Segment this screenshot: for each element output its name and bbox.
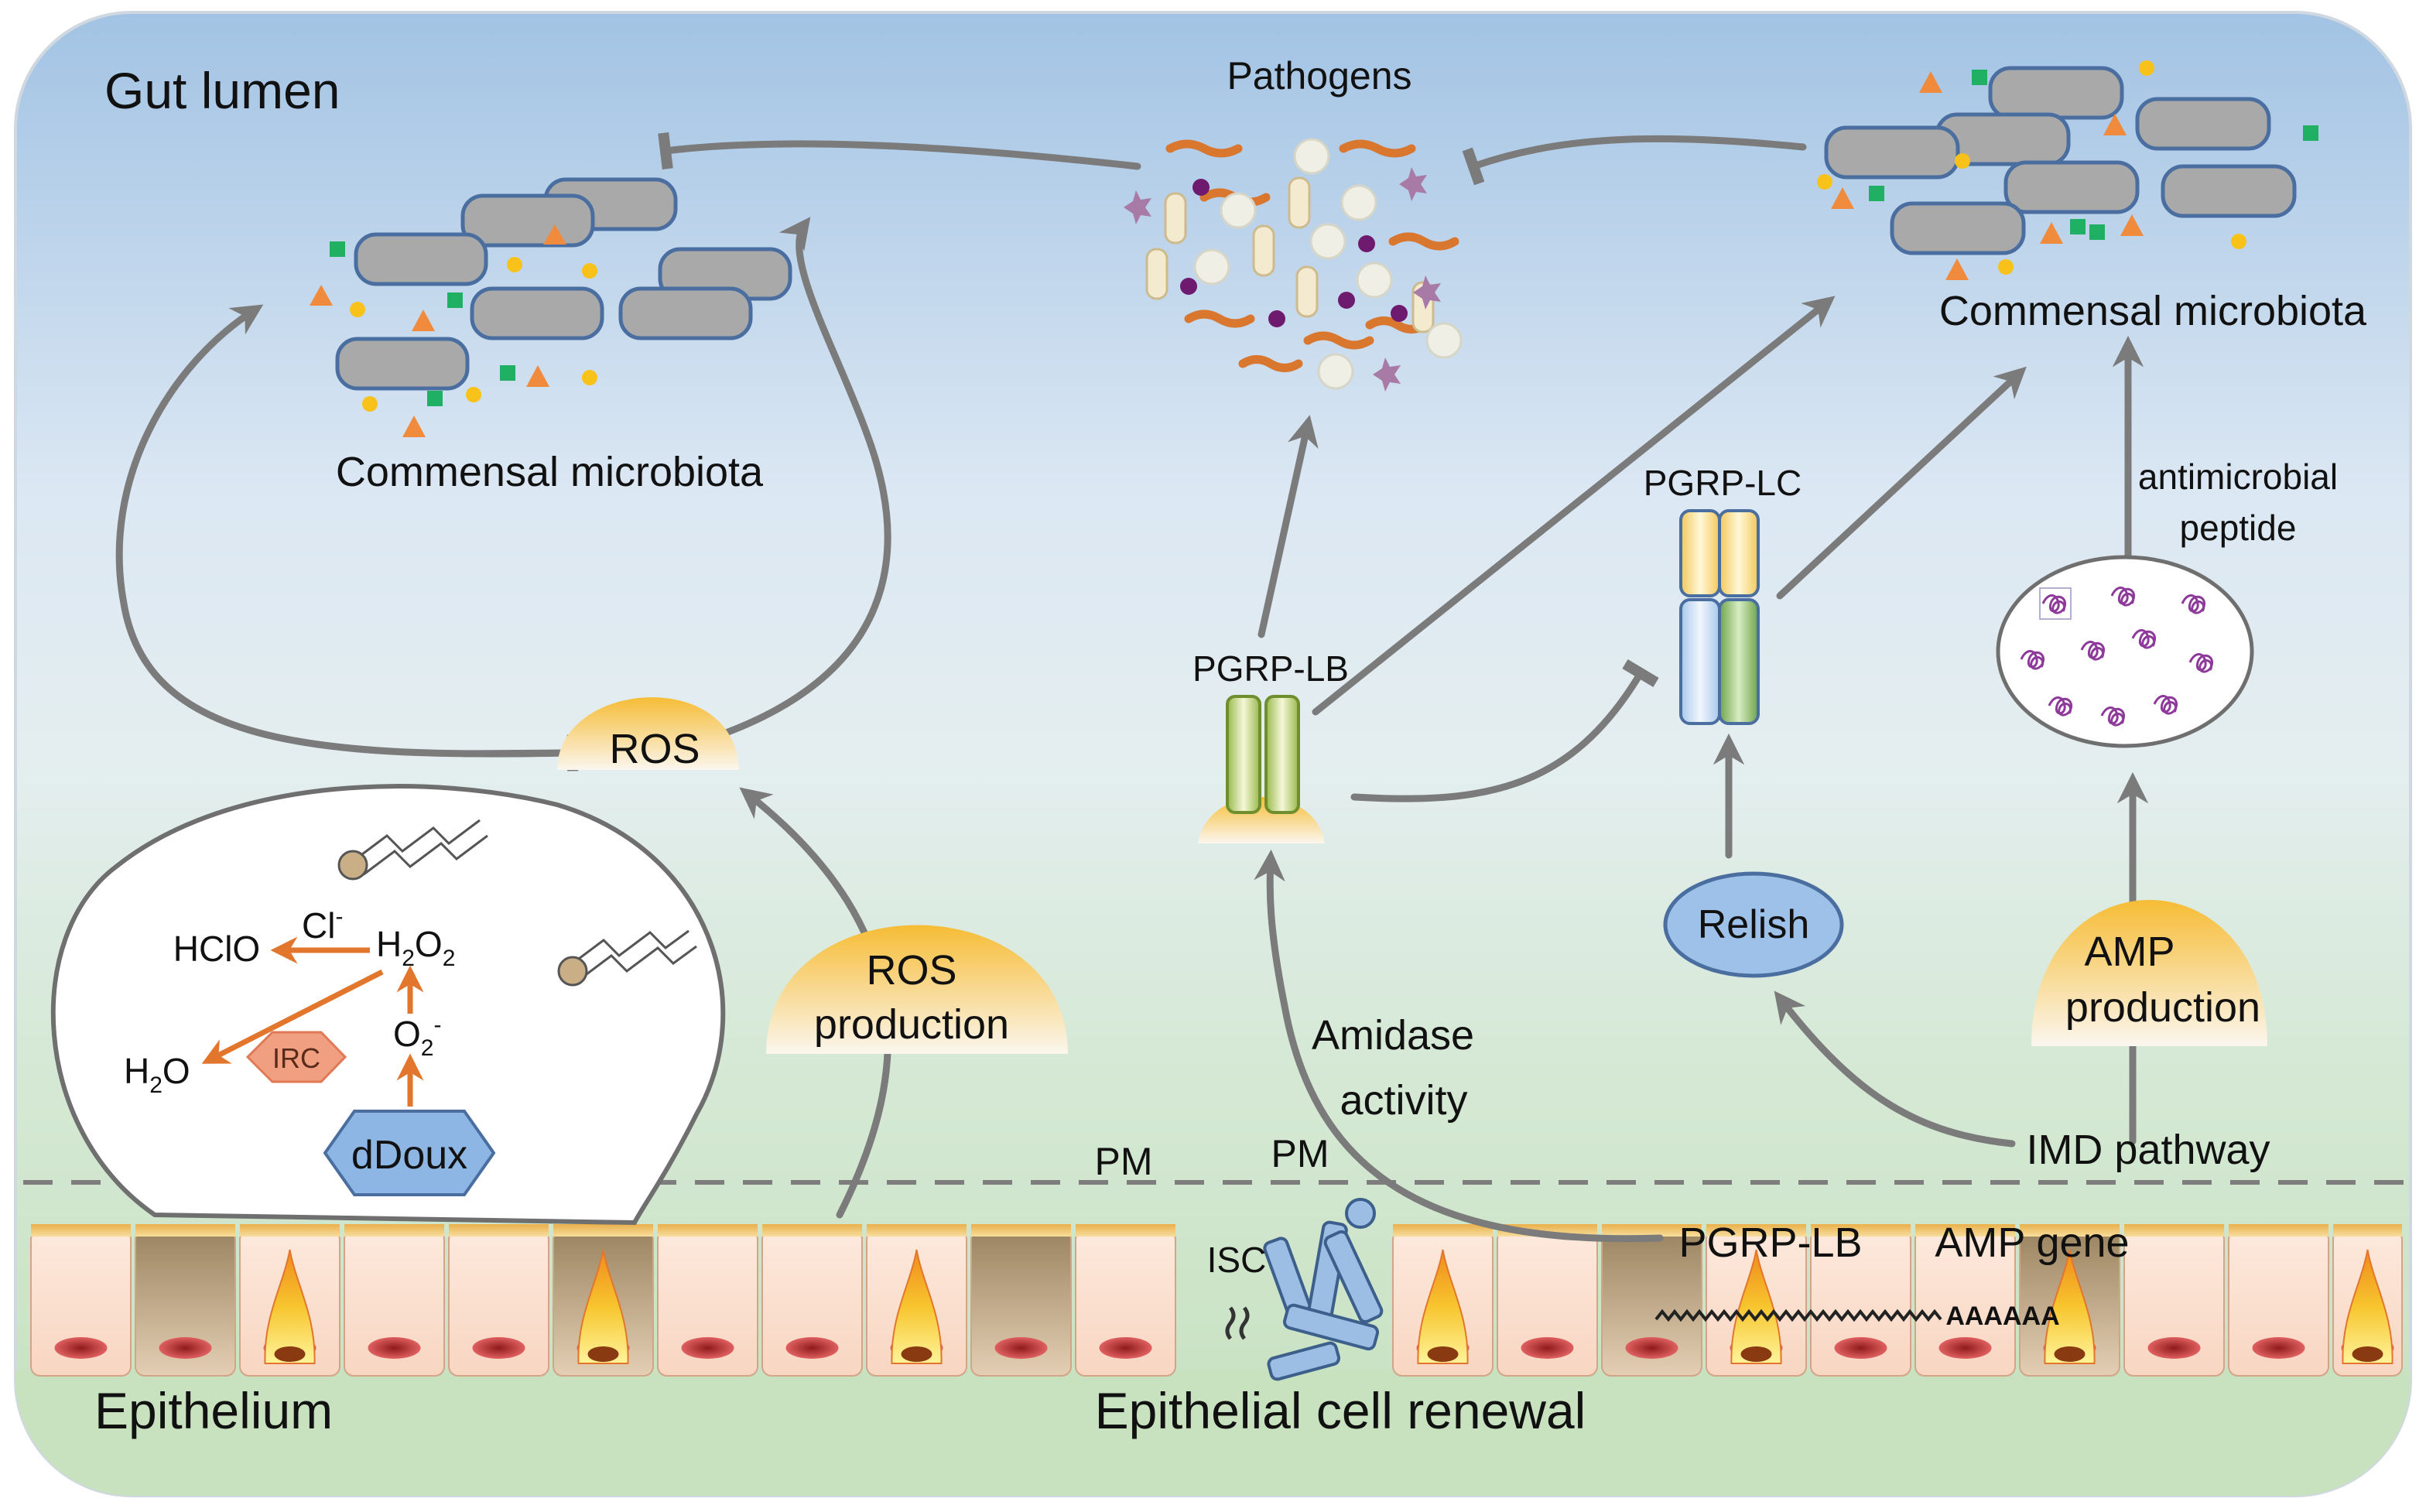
label-pm-center: PM — [1271, 1132, 1329, 1175]
label-ros-production-1: ROS — [866, 947, 956, 994]
ros-mound — [557, 697, 739, 770]
amp-production-mound — [2031, 900, 2267, 1046]
label-irc: IRC — [272, 1042, 320, 1074]
label-cl: Cl- — [302, 904, 343, 946]
epithelium-cell-row — [15, 1224, 2411, 1496]
label-ros-production-2: production — [814, 1001, 1009, 1048]
label-gut-lumen: Gut lumen — [104, 62, 340, 119]
label-h2o2: H2O2 — [376, 924, 455, 971]
label-relish: Relish — [1698, 902, 1810, 947]
label-amp-production-2: production — [2065, 984, 2260, 1031]
label-poly-a: AAAAAA — [1945, 1302, 2059, 1331]
label-peptide: peptide — [2180, 508, 2297, 548]
enterocyte-zoom-circle — [50, 784, 726, 1226]
label-amp-production-1: AMP — [2084, 929, 2175, 975]
isc-stem-cell — [1225, 1198, 1384, 1381]
pgrp-lb-protein — [1198, 695, 1325, 843]
mrna-wave — [1654, 1308, 1942, 1322]
arrow-imd-to-relish — [1774, 990, 2016, 1148]
inhibit-ros-loop-bar — [460, 734, 579, 771]
label-amidase: Amidase — [1312, 1012, 1474, 1059]
label-hclo: HClO — [173, 929, 260, 969]
arrow-pgrplb-to-pathogens — [1257, 415, 1319, 638]
ros-production-mound — [766, 925, 1068, 1054]
commensal-microbiota-left-cluster — [310, 177, 792, 437]
label-antimicrobial: antimicrobial — [2138, 457, 2338, 497]
text-labels: Gut lumen Pathogens Commensal microbiota… — [94, 54, 2367, 1439]
relish-node — [1663, 871, 1844, 978]
inhibit-right-microbiota-pathogens — [1462, 135, 1807, 186]
irc-hexagon — [245, 1031, 347, 1083]
label-h2o: H2O — [124, 1051, 190, 1098]
ddoux-hexagon — [323, 1110, 496, 1196]
label-pm-left: PM — [1095, 1140, 1153, 1183]
label-epithelium: Epithelium — [94, 1382, 333, 1439]
label-amp-gene: AMP gene — [1935, 1220, 2129, 1266]
arrow-ros-to-microbiota-right-loop — [716, 217, 891, 739]
arrow-pgrplc-to-microbiota — [1776, 366, 2027, 600]
label-pgrp-lb: PGRP-LB — [1192, 648, 1349, 689]
label-pgrp-lc: PGRP-LC — [1644, 463, 1802, 503]
label-o2: O2- — [393, 1012, 441, 1061]
commensal-microbiota-right-cluster — [1817, 60, 2318, 280]
zoom-circle-chemistry — [201, 819, 697, 1196]
inhibit-pathogens-left-microbiota — [658, 132, 1141, 170]
pathogens-cluster — [1124, 138, 1463, 392]
pathway-arrows — [115, 132, 2149, 1243]
label-ddoux: dDoux — [351, 1133, 467, 1178]
arrow-ros-to-microbiota-left-loop — [115, 304, 573, 758]
label-commensal-left: Commensal microbiota — [336, 449, 764, 495]
inhibit-pgrplb-pgrplc — [1350, 659, 1659, 802]
label-pathogens: Pathogens — [1227, 54, 1411, 97]
arrow-pgrplb-to-microbiota — [1312, 296, 1836, 716]
label-isc: ISC — [1207, 1240, 1267, 1280]
arrow-h2o2-to-h2o — [201, 969, 384, 1064]
label-commensal-right: Commensal microbiota — [1939, 288, 2367, 334]
label-ros: ROS — [609, 726, 700, 772]
label-epithelial-cell-renewal: Epithelial cell renewal — [1095, 1382, 1586, 1439]
pgrp-lc-receptor — [1679, 509, 1760, 725]
label-imd-pathway: IMD pathway — [2026, 1127, 2270, 1173]
arrow-pgrplb-gene-to-pgrplb — [1254, 849, 1664, 1243]
label-activity: activity — [1340, 1077, 1467, 1124]
antimicrobial-peptide-vesicle — [1996, 555, 2254, 748]
label-pgrp-lb-gene: PGRP-LB — [1678, 1220, 1862, 1266]
